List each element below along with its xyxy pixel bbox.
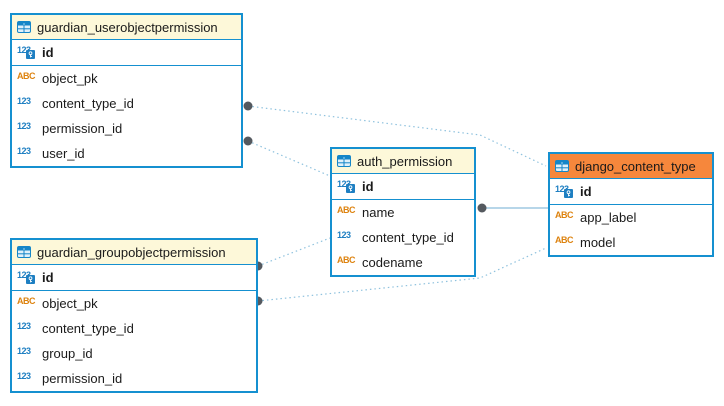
column-name: id — [362, 179, 374, 194]
column-name: object_pk — [42, 71, 98, 86]
table-column-row[interactable]: ABC app_label — [550, 205, 712, 230]
table-header[interactable]: guardian_groupobjectpermission — [12, 240, 256, 265]
relationship-line-userperm-contenttype[interactable] — [247, 105, 547, 167]
column-name: codename — [362, 255, 423, 270]
numeric-type-icon: 123 — [17, 321, 31, 331]
column-name: permission_id — [42, 121, 123, 136]
text-type-icon: ABC — [337, 255, 356, 265]
column-name: content_type_id — [362, 230, 454, 245]
table-header[interactable]: guardian_userobjectpermission — [12, 15, 241, 40]
text-type-icon: ABC — [555, 210, 574, 220]
table-icon — [17, 246, 31, 258]
column-name: content_type_id — [42, 96, 134, 111]
anchor-dot — [243, 136, 253, 146]
primary-key-icon — [564, 189, 573, 198]
numeric-type-icon: 123 — [17, 121, 31, 131]
table-column-row[interactable]: ABC object_pk — [12, 291, 256, 316]
table-guardian-groupobjectpermission[interactable]: guardian_groupobjectpermission 123 id AB… — [10, 238, 258, 393]
column-name: app_label — [580, 210, 637, 225]
relationship-line-userperm-authpermission[interactable] — [247, 140, 331, 177]
text-type-icon: ABC — [17, 71, 36, 81]
column-name: id — [580, 184, 592, 199]
column-name: name — [362, 205, 395, 220]
relationship-line-groupperm-authpermission[interactable] — [257, 237, 331, 267]
numeric-pk-icon: 123 — [17, 271, 37, 284]
numeric-type-icon: 123 — [17, 371, 31, 381]
column-name: content_type_id — [42, 321, 134, 336]
table-title: guardian_groupobjectpermission — [37, 244, 226, 260]
text-type-icon: ABC — [17, 296, 36, 306]
table-column-row[interactable]: 123 id — [12, 40, 241, 66]
numeric-type-icon: 123 — [17, 346, 31, 356]
column-name: group_id — [42, 346, 93, 361]
column-name: model — [580, 235, 616, 250]
table-column-row[interactable]: ABC object_pk — [12, 66, 241, 91]
table-icon — [337, 155, 351, 167]
column-name: user_id — [42, 146, 85, 161]
table-column-row[interactable]: 123 id — [12, 265, 256, 291]
table-title: auth_permission — [357, 153, 453, 169]
primary-key-icon — [26, 275, 35, 284]
anchor-dot — [243, 101, 253, 111]
table-column-row[interactable]: 123 id — [332, 174, 474, 200]
numeric-type-icon: 123 — [17, 96, 31, 106]
table-column-row[interactable]: ABC name — [332, 200, 474, 225]
table-column-row[interactable]: 123 permission_id — [12, 116, 241, 141]
table-title: django_content_type — [575, 158, 696, 174]
table-icon — [555, 160, 569, 172]
primary-key-icon — [26, 50, 35, 59]
numeric-pk-icon: 123 — [17, 46, 37, 59]
table-column-row[interactable]: 123 user_id — [12, 141, 241, 166]
numeric-type-icon: 123 — [17, 146, 31, 156]
table-django-content-type[interactable]: django_content_type 123 id ABC app_label… — [548, 152, 714, 257]
column-name: permission_id — [42, 371, 123, 386]
table-icon — [17, 21, 31, 33]
column-name: object_pk — [42, 296, 98, 311]
table-column-row[interactable]: ABC model — [550, 230, 712, 255]
table-column-row[interactable]: 123 content_type_id — [12, 316, 256, 341]
text-type-icon: ABC — [337, 205, 356, 215]
table-header[interactable]: django_content_type — [550, 154, 712, 179]
table-column-row[interactable]: 123 content_type_id — [12, 91, 241, 116]
numeric-pk-icon: 123 — [555, 185, 575, 198]
anchor-dot — [477, 203, 487, 213]
table-column-row[interactable]: 123 id — [550, 179, 712, 205]
table-title: guardian_userobjectpermission — [37, 19, 218, 35]
text-type-icon: ABC — [555, 235, 574, 245]
column-name: id — [42, 270, 54, 285]
table-auth-permission[interactable]: auth_permission 123 id ABC name 123 cont… — [330, 147, 476, 277]
numeric-pk-icon: 123 — [337, 180, 357, 193]
table-column-row[interactable]: 123 content_type_id — [332, 225, 474, 250]
column-name: id — [42, 45, 54, 60]
table-column-row[interactable]: ABC codename — [332, 250, 474, 275]
table-guardian-userobjectpermission[interactable]: guardian_userobjectpermission 123 id ABC… — [10, 13, 243, 168]
table-column-row[interactable]: 123 group_id — [12, 341, 256, 366]
numeric-type-icon: 123 — [337, 230, 351, 240]
table-header[interactable]: auth_permission — [332, 149, 474, 174]
table-column-row[interactable]: 123 permission_id — [12, 366, 256, 391]
primary-key-icon — [346, 184, 355, 193]
